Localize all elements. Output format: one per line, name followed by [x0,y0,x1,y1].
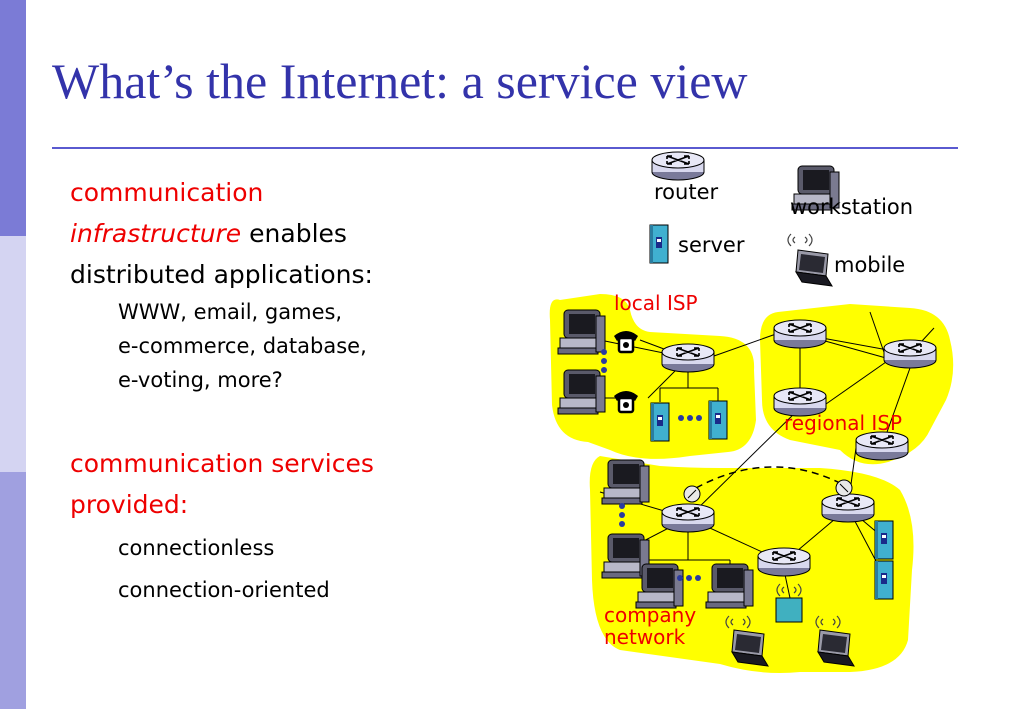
workstation-icon [705,563,754,609]
bullet-1-line-2: infrastructure enables [70,213,490,254]
legend-mobile-icon [795,249,833,287]
ellipsis-dots [601,349,607,373]
sub-bullet-1-line-2: e-commerce, database, [118,334,367,358]
sub-bullet-2-2: connection-oriented [118,578,330,602]
router-icon [661,503,715,533]
server-icon [874,560,894,600]
slide-title: What’s the Internet: a service view [52,53,748,109]
satellite-dish-icon [683,485,701,503]
workstation-icon [557,309,606,355]
sidebar-decoration [0,0,26,709]
router-icon [757,547,811,577]
ellipsis-dots [677,575,701,581]
bullet-1-italic: infrastructure [70,219,242,248]
access-point-icon [775,597,803,623]
bullet-1-line-3: distributed applications: [70,260,373,289]
bullet-2-line-1: communication services [70,449,374,478]
sidebar-block-light [0,236,26,472]
legend-server-icon [649,224,669,264]
sub-bullet-2-1: connectionless [118,536,275,560]
server-icon [650,402,670,442]
legend-server-label: server [678,233,745,257]
workstation-icon [635,563,684,609]
company-network-label-line-1: company [604,603,696,627]
bullet-2-line-2: provided: [70,490,189,519]
legend-workstation-label: workstation [790,195,913,219]
legend-mobile-label: mobile [834,253,905,277]
title-rule [52,147,958,149]
regional-isp-label: regional ISP [784,411,902,435]
legend-router-label: router [654,180,718,204]
ellipsis-dots [678,415,702,421]
laptop-icon [731,629,769,667]
satellite-dish-icon [835,479,853,497]
sub-bullet-1-line-1: WWW, email, games, [118,300,343,324]
sub-bullet-1-line-3: e-voting, more? [118,368,283,392]
wireless-link-dashed [695,466,843,489]
wireless-waves-icon [787,233,813,247]
internet-diagram: router workstation server mobile local I… [549,151,954,673]
bullet-1-rest: enables [241,219,347,248]
bullet-1-line-1: communication [70,178,264,207]
sidebar-block-mid [0,472,26,709]
workstation-icon [557,369,606,415]
bullet-text: communication infrastructure enables dis… [70,172,490,607]
router-icon [883,339,937,369]
ellipsis-dots [619,503,625,527]
router-icon [773,319,827,349]
local-isp-label: local ISP [614,291,698,315]
server-icon [708,400,728,440]
router-icon [855,431,909,461]
legend-router-icon [651,151,705,181]
router-icon [821,493,875,523]
company-network-label-line-2: network [604,625,686,649]
server-icon [874,520,894,560]
laptop-icon [817,629,855,667]
sidebar-block-dark [0,0,26,236]
workstation-icon [601,459,650,505]
router-icon [661,343,715,373]
